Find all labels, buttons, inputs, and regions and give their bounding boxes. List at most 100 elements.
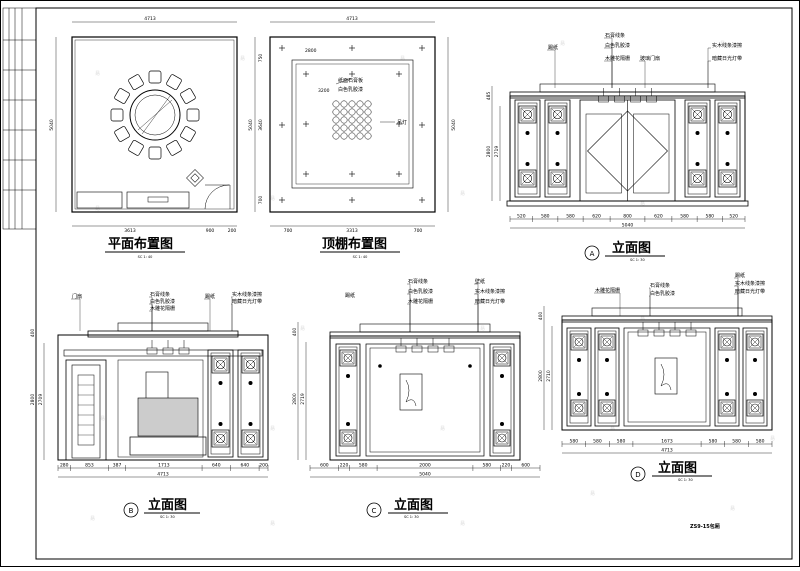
dim-value: 220 [502,463,511,469]
dim-value: 640 [212,463,221,469]
carved-ornament [497,353,507,363]
carved-ornament [552,109,563,120]
carved-ornament [722,173,733,184]
carved-ornament [552,173,563,184]
ceiling-dim-right: 5040 [451,119,457,131]
center-panel [365,343,485,457]
chair [180,126,196,142]
carved-lattice [551,172,564,185]
knob-dot [695,162,700,166]
watermark-glyph: 易 [770,436,775,442]
carved-lattice [496,432,508,444]
chandelier-ring [340,108,348,116]
chandelier-ring [332,100,340,108]
door-frame [65,359,107,461]
chair [180,88,196,104]
carved-ornament [722,109,733,120]
plan-dim-top: 4713 [144,16,156,22]
carved-panel [339,429,357,447]
downlights [279,45,425,203]
carved-lattice [214,358,227,371]
wall-outline [57,334,269,461]
dim-value: 600 [521,463,530,469]
chair [166,74,182,90]
dim-value: 580 [709,439,718,445]
watermark-glyph: 易 [590,491,595,497]
wall-pier [594,327,620,427]
wall-pier [714,327,740,427]
ceiling-dim-small2: 3200 [318,88,330,94]
carved-lattice [521,172,534,185]
callout-label: 踢纸 [345,292,355,299]
wall-painting [399,373,423,411]
feature-wall [117,359,204,458]
chandelier-ring [340,100,348,108]
dim-total: 4713 [661,448,673,454]
dim-total: 4713 [157,472,169,478]
chandelier-ring [348,132,356,140]
tv-cabinet [129,436,207,456]
chandelier-ring [348,108,356,116]
callout-label: 白色乳胶漆 [150,298,175,305]
ceiling-dim-side-2: 3640 [258,119,264,131]
dim-vertical-value: 2800 [30,394,36,406]
callout-label: 踢纸 [735,272,745,279]
carved-panel [493,429,511,447]
carved-ornament [574,337,584,347]
pendant-shade [427,345,439,353]
chandelier-ring [356,108,364,116]
chair [148,146,162,160]
carved-lattice [573,336,585,348]
callout-label: 石膏线条 [605,32,625,39]
chandelier-ring [340,132,348,140]
center-panel [623,327,711,427]
carved-ornament [215,359,226,370]
callout-label: 实木线条漆擦 [475,288,505,295]
dim-value: 640 [241,463,250,469]
carved-ornament [245,433,256,444]
carved-ornament [497,433,507,443]
dim-value: 580 [566,214,575,220]
painting-figure [660,363,672,391]
wall-pier [566,327,592,427]
watermark-glyph: 易 [640,201,645,207]
knob-dot [346,374,350,378]
dim-total: 5040 [419,472,431,478]
dim-value: 200 [259,463,268,469]
carved-panel-inner [600,335,614,349]
pendant-shade [614,95,625,103]
ceiling-dim-side-3: 700 [258,196,264,205]
plan-title: 平面布置图 [108,236,173,252]
plan-scale: SC 1: 40 [138,255,153,259]
elev-a-marker-letter: A [590,250,595,258]
elev-a-marker [584,245,600,261]
carved-panel [211,355,230,374]
carved-panel [718,399,736,417]
carved-ornament [692,173,703,184]
chair [166,140,182,156]
callout-label: 暗藏日光灯带 [232,298,262,305]
wall-outline [329,335,521,461]
carved-panel-inner [720,107,735,122]
ceiling-dim-small: 2800 [305,48,317,54]
pendant-shade [646,95,657,103]
carved-panel [570,399,588,417]
wall-pier-inner [240,352,261,455]
knob-dot [555,131,560,135]
watermark-glyph: 易 [95,71,100,77]
ceiling-dim-bottom-3: 700 [414,228,423,234]
wall-pier-inner [687,102,708,195]
watermark-glyph: 易 [720,41,725,47]
sheet-code: ZS9-15包厢 [690,523,720,530]
wall-pier-inner [492,346,512,454]
knob-dot [248,381,253,385]
carved-panel [746,399,764,417]
elev-b-title: 立面图 [148,497,187,513]
ceiling-label-1: 纸面石膏板 [338,77,363,84]
carved-ornament [722,403,732,413]
elev-c-title: 立面图 [394,497,433,513]
callout-label: 暗藏日光灯带 [712,55,742,62]
callout-label: 木雕花隔栅 [595,287,620,294]
chair [128,74,144,90]
